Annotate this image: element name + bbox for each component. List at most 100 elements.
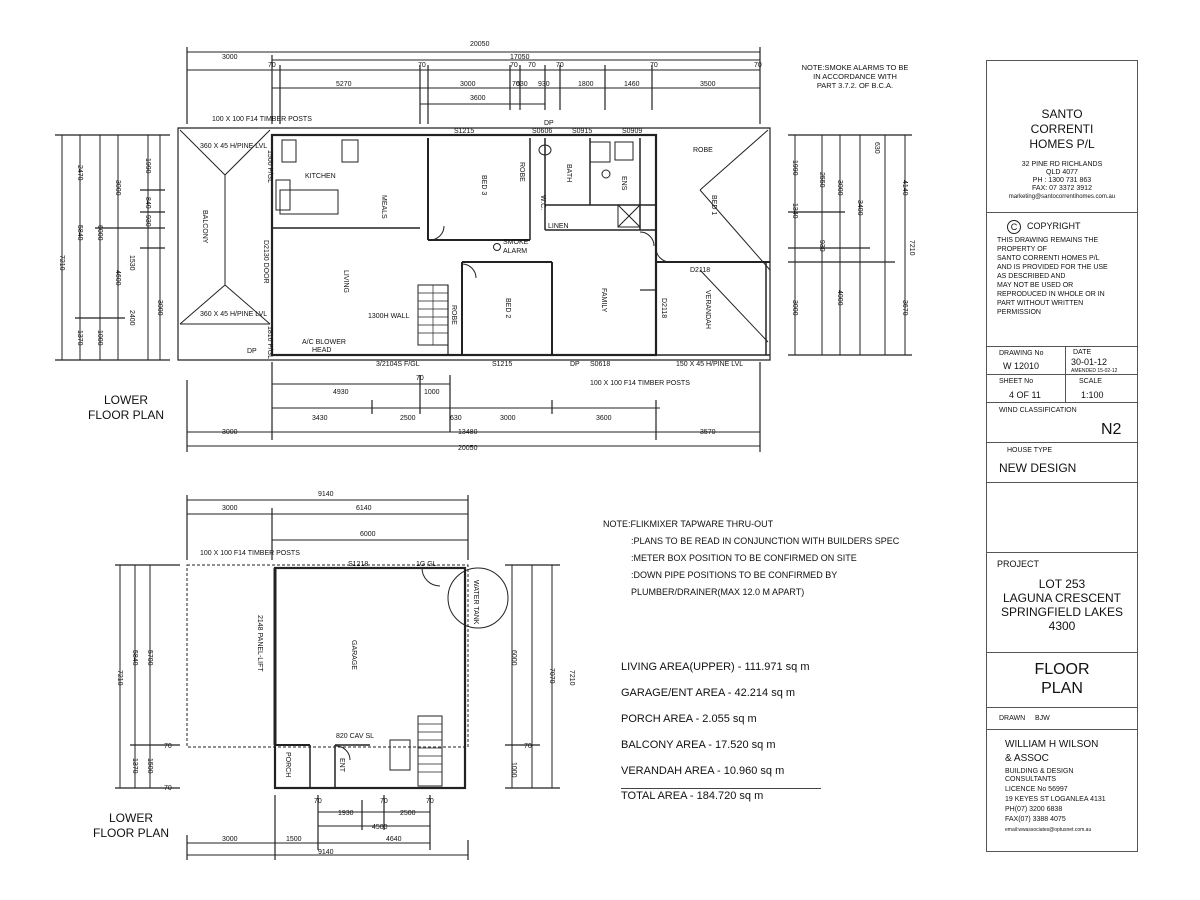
dim-lower-left-70a: 70 bbox=[164, 743, 172, 750]
dim-left-930: 930 bbox=[144, 215, 151, 227]
dim-left-5840: 5840 bbox=[76, 225, 83, 241]
window-s1218: S1218 bbox=[348, 561, 368, 568]
dim-bottom-1000: 1000 bbox=[424, 389, 440, 396]
sheet-title-line2: PLAN bbox=[1041, 680, 1083, 697]
panel-lift-door: 2148 PANEL-LIFT bbox=[256, 615, 263, 672]
dim-top-70c: 70 bbox=[510, 62, 518, 69]
door-d2130: D2130 DOOR bbox=[262, 240, 269, 284]
area-balcony: BALCONY AREA - 17.520 sq m bbox=[621, 739, 776, 751]
dim-lower-top-6140: 6140 bbox=[356, 505, 372, 512]
sheet-value: 4 OF 11 bbox=[1009, 390, 1041, 400]
scale-label: SCALE bbox=[1079, 378, 1102, 385]
dim-top-630: 630 bbox=[516, 81, 528, 88]
note-tapware: NOTE:FLIKMIXER TAPWARE THRU-OUT bbox=[603, 519, 774, 529]
dim-top-3000b: 3000 bbox=[460, 81, 476, 88]
copyright-line3: SANTO CORRENTI HOMES P/L bbox=[997, 255, 1100, 262]
company-email: marketing@santocorrentihomes.com.au bbox=[1008, 194, 1116, 200]
smoke-note-line1: NOTE:SMOKE ALARMS TO BE bbox=[801, 63, 909, 72]
room-living: LIVING bbox=[342, 270, 349, 293]
dim-left-840: 840 bbox=[144, 197, 151, 209]
door-sliding: 3/2104S F/GL bbox=[376, 361, 420, 368]
smoke-note-line3: PART 3.7.2. OF B.C.A. bbox=[816, 81, 894, 90]
dim-lower-left-5700: 5700 bbox=[146, 650, 153, 666]
dim-left-1000: 1000 bbox=[96, 330, 103, 346]
dim-lower-1500: 1500 bbox=[286, 836, 302, 843]
door-d2118-b: D2118 bbox=[660, 298, 667, 318]
note-down-pipe: :DOWN PIPE POSITIONS TO BE CONFIRMED BY bbox=[631, 570, 838, 580]
room-robe-right: ROBE bbox=[450, 305, 457, 325]
area-total: TOTAL AREA - 184.720 sq m bbox=[621, 790, 764, 802]
dim-left-2400: 2400 bbox=[128, 310, 135, 326]
dim-top-3000: 3000 bbox=[222, 54, 238, 61]
wind-section: WIND CLASSIFICATION N2 bbox=[987, 403, 1137, 443]
drawn-label: DRAWN bbox=[999, 715, 1026, 722]
copyright-line6: MAY NOT BE USED OR bbox=[997, 282, 1074, 289]
dim-right-930: 930 bbox=[818, 240, 825, 252]
dim-lower-70a: 70 bbox=[314, 798, 322, 805]
consultant-detail2: CONSULTANTS bbox=[1005, 776, 1057, 783]
room-bed2: BED 2 bbox=[504, 298, 511, 318]
dim-right-1990: 1990 bbox=[791, 160, 798, 176]
dim-right-3000: 3000 bbox=[836, 180, 843, 196]
dp-bottom: DP bbox=[570, 361, 580, 368]
dim-top-1460: 1460 bbox=[624, 81, 640, 88]
dim-bottom-3000-edge: 3000 bbox=[222, 429, 238, 436]
lower-plan-title-line1: LOWER bbox=[108, 811, 153, 825]
note-builders-spec: :PLANS TO BE READ IN CONJUNCTION WITH BU… bbox=[631, 536, 900, 546]
dim-left-1530: 1530 bbox=[128, 255, 135, 271]
company-line3: HOMES P/L bbox=[1029, 137, 1095, 151]
dp-top: DP bbox=[544, 120, 554, 127]
dim-right-7210: 7210 bbox=[908, 240, 915, 256]
upper-plan-dimensions: 20050 17050 3000 70 70 70 70 70 70 70 52… bbox=[58, 41, 915, 452]
dim-right-2550: 2550 bbox=[818, 172, 825, 188]
dim-top-70b: 70 bbox=[418, 62, 426, 69]
window-s1215-bottom: S1215 bbox=[492, 361, 512, 368]
door-d2118: D2118 bbox=[690, 267, 710, 274]
posts-bottom-note: 100 X 100 F14 TIMBER POSTS bbox=[590, 380, 690, 387]
copyright-line5: AS DESCRIBED AND bbox=[997, 273, 1066, 280]
room-wc: W.C. bbox=[539, 195, 546, 210]
room-bed3: BED 3 bbox=[480, 175, 487, 195]
lower-glass: 1G GL bbox=[416, 561, 437, 568]
dim-lower-3000: 3000 bbox=[222, 836, 238, 843]
dim-bottom-2500: 2500 bbox=[400, 415, 416, 422]
dim-bottom-70: 70 bbox=[416, 375, 424, 382]
wall-note: 1300H WALL bbox=[368, 313, 409, 320]
wind-value: N2 bbox=[1101, 421, 1122, 438]
dim-left-1990: 1990 bbox=[144, 158, 151, 174]
company-state: QLD 4077 bbox=[1046, 169, 1078, 176]
lower-floor-plan bbox=[115, 495, 560, 860]
lower-plan-text: 9140 3000 6140 6000 70 70 70 1930 2500 4… bbox=[116, 491, 575, 856]
consultant-name: WILLIAM H WILSON bbox=[1005, 739, 1099, 750]
room-ens: ENS bbox=[620, 176, 627, 191]
note-meter-box: :METER BOX POSITION TO BE CONFIRMED ON S… bbox=[631, 553, 857, 563]
dim-right-4140: 4140 bbox=[901, 180, 908, 196]
sheet-divider bbox=[1065, 375, 1066, 402]
lower-cav: 820 CAV SL bbox=[336, 733, 374, 740]
beam-note-3: 150 X 45 H/PINE LVL bbox=[676, 361, 743, 368]
sheet-section: SHEET No 4 OF 11 SCALE 1:100 bbox=[987, 375, 1137, 403]
company-line2: CORRENTI bbox=[1030, 122, 1094, 136]
copyright-line8: PART WITHOUT WRITTEN bbox=[997, 300, 1084, 307]
consultant-address: 19 KEYES ST LOGANLEA 4131 bbox=[1005, 796, 1106, 803]
company-address: 32 PINE RD RICHLANDS bbox=[1021, 161, 1103, 168]
dim-lower-top-9140: 9140 bbox=[318, 491, 334, 498]
general-notes: NOTE:FLIKMIXER TAPWARE THRU-OUT :PLANS T… bbox=[603, 516, 899, 601]
dim-bottom-3430: 3430 bbox=[312, 415, 328, 422]
house-type-section: HOUSE TYPE NEW DESIGN bbox=[987, 443, 1137, 483]
dim-lower-right-1000: 1000 bbox=[510, 762, 517, 778]
dim-top-3600: 3600 bbox=[470, 95, 486, 102]
smoke-alarm-label-1: SMOKE bbox=[503, 239, 529, 246]
dim-lower-right-70: 70 bbox=[524, 743, 532, 750]
dim-top-70d: 70 bbox=[528, 62, 536, 69]
upper-plan-title: LOWER FLOOR PLAN bbox=[71, 393, 181, 423]
room-kitchen: KITCHEN bbox=[305, 173, 336, 180]
dim-lower-2500: 2500 bbox=[400, 810, 416, 817]
dim-lower-left-1370: 1370 bbox=[131, 758, 138, 774]
area-garage: GARAGE/ENT AREA - 42.214 sq m bbox=[621, 687, 796, 699]
project-street: LAGUNA CRESCENT bbox=[1002, 591, 1122, 605]
amended-value: AMENDED 15-02-12 bbox=[1071, 368, 1118, 374]
room-bed1: BED 1 bbox=[710, 195, 717, 215]
drawing-no: W 12010 bbox=[1003, 361, 1040, 371]
